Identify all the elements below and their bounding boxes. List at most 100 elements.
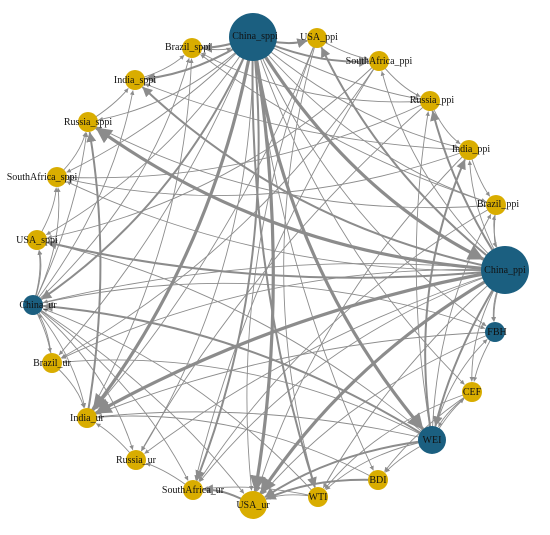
edge-bdi-to-usa_ur <box>265 478 379 500</box>
edge-wei-to-india_ur <box>97 411 433 441</box>
node-label-russia_ppi: Russia_ppi <box>410 95 455 106</box>
edge-india_ppi-to-usa_ur <box>256 149 470 492</box>
node-russia_sppi <box>78 112 98 132</box>
edge-china_sppi-to-southafrica_sppi <box>66 36 254 173</box>
node-label-usa_ppi: USA_ppi <box>300 32 338 43</box>
edge-southafrica_ppi-to-southafrica_ur <box>194 60 380 480</box>
edge-fbh-to-india_ur <box>96 331 496 415</box>
edge-china_sppi-to-bdi <box>252 36 374 471</box>
edge-china_sppi-to-india_ur <box>92 35 255 411</box>
node-label-wei: WEI <box>423 435 442 446</box>
node-label-india_ppi: India_ppi <box>452 144 491 155</box>
edge-brazil_ppi-to-brazil_sppi <box>200 54 497 206</box>
node-usa_sppi <box>27 230 47 250</box>
node-label-southafrica_ur: SouthAfrica_ur <box>162 485 225 496</box>
node-china_ppi <box>481 246 529 294</box>
node-southafrica_ur <box>183 480 203 500</box>
node-russia_ppi <box>420 91 440 111</box>
node-india_ur <box>77 408 97 428</box>
node-russia_ur <box>126 450 146 470</box>
edge-china_ppi-to-southafrica_ppi <box>380 71 506 271</box>
edge-wei-to-russia_ppi <box>415 111 433 441</box>
node-china_ur <box>23 295 43 315</box>
edge-china_ppi-to-russia_sppi <box>95 126 507 272</box>
node-label-russia_sppi: Russia_sppi <box>64 117 113 128</box>
edge-china_ur-to-southafrica_sppi <box>32 187 61 306</box>
edge-usa_ppi-to-usa_ur <box>246 37 318 491</box>
edge-china_ppi-to-india_sppi <box>142 86 506 271</box>
node-label-india_ur: India_ur <box>70 413 105 424</box>
node-wei <box>418 426 446 454</box>
edge-russia_ppi-to-southafrica_sppi <box>67 100 431 180</box>
edge-russia_ppi-to-brazil_sppi <box>201 52 431 103</box>
edge-china_ppi-to-usa_ur <box>259 268 507 495</box>
edge-fbh-to-usa_ur <box>262 331 496 495</box>
node-label-usa_ur: USA_ur <box>236 500 270 511</box>
node-label-russia_ur: Russia_ur <box>116 455 157 466</box>
edge-china_ur-to-brazil_sppi <box>32 58 191 306</box>
node-bdi <box>368 470 388 490</box>
edge-wei-to-usa_sppi <box>47 241 433 441</box>
node-label-usa_sppi: USA_sppi <box>16 235 58 246</box>
node-label-brazil_sppi: Brazil_sppi <box>165 42 211 53</box>
edge-china_ppi-to-china_ur <box>43 263 506 304</box>
edge-layer <box>32 35 507 506</box>
edge-brazil_ppi-to-southafrica_ur <box>198 204 497 482</box>
edge-china_sppi-to-cef <box>252 36 465 385</box>
edge-usa_ppi-to-india_ur <box>93 37 318 411</box>
node-brazil_ur <box>42 353 62 373</box>
edge-china_ppi-to-russia_ur <box>144 269 506 454</box>
node-label-fbh: FBH <box>487 327 506 338</box>
edge-china_ur-to-southafrica_ur <box>32 304 189 481</box>
edge-china_ppi-to-usa_ppi <box>320 46 506 271</box>
node-layer <box>23 13 529 519</box>
edge-china_ur-to-usa_ur <box>32 304 245 494</box>
edge-china_ppi-to-brazil_ur <box>61 268 506 359</box>
edge-india_ur-to-brazil_sppi <box>86 58 194 419</box>
edge-usa_ppi-to-wti <box>283 37 318 487</box>
edge-cef-to-wti <box>324 391 473 489</box>
edge-china_ur-to-india_sppi <box>32 90 135 306</box>
node-label-bdi: BDI <box>369 475 386 486</box>
edge-china_sppi-to-russia_ur <box>141 36 254 452</box>
edge-china_ppi-to-russia_ppi <box>430 110 506 271</box>
edge-china_ppi-to-usa_sppi <box>46 239 506 279</box>
node-india_ppi <box>459 140 479 160</box>
node-label-southafrica_ppi: SouthAfrica_ppi <box>346 56 413 67</box>
node-cef <box>462 382 482 402</box>
edge-china_sppi-to-usa_ur <box>249 35 275 492</box>
edge-wti-to-china_ur <box>42 308 319 498</box>
node-india_sppi <box>125 70 145 90</box>
edge-china_ppi-to-wti <box>323 269 506 488</box>
edge-russia_ppi-to-russia_ur <box>141 100 431 451</box>
node-label-wti: WTI <box>309 492 328 503</box>
edge-china_sppi-to-brazil_ppi <box>252 36 487 203</box>
edge-china_sppi-to-wei <box>251 35 424 431</box>
edge-brazil_ppi-to-russia_sppi <box>97 126 497 209</box>
edge-india_ppi-to-india_sppi <box>144 83 470 151</box>
node-brazil_sppi <box>182 38 202 58</box>
node-usa_ppi <box>307 28 327 48</box>
node-label-southafrica_sppi: SouthAfrica_sppi <box>7 172 78 183</box>
node-label-brazil_ur: Brazil_ur <box>33 358 71 369</box>
node-label-china_ppi: China_ppi <box>484 265 526 276</box>
edge-wei-to-brazil_ur <box>62 359 433 441</box>
node-southafrica_sppi <box>47 167 67 187</box>
edge-southafrica_ppi-to-brazil_ur <box>61 60 380 359</box>
edge-china_ur-to-fbh <box>32 282 486 330</box>
edge-southafrica_ppi-to-usa_sppi <box>47 60 380 240</box>
node-china_sppi <box>229 13 277 61</box>
node-label-brazil_ppi: Brazil_ppi <box>477 199 519 210</box>
edge-china_ur-to-russia_ur <box>32 304 134 450</box>
edge-china_sppi-to-usa_sppi <box>46 36 254 235</box>
edge-china_sppi-to-southafrica_ur <box>195 36 260 481</box>
edge-india_ppi-to-southafrica_sppi <box>67 149 470 197</box>
node-brazil_ppi <box>486 195 506 215</box>
node-fbh <box>485 322 505 342</box>
edge-wti-to-southafrica_ur <box>203 486 319 498</box>
node-usa_ur <box>239 491 267 519</box>
edge-wei-to-brazil_ppi <box>431 214 492 441</box>
node-wti <box>308 487 328 507</box>
